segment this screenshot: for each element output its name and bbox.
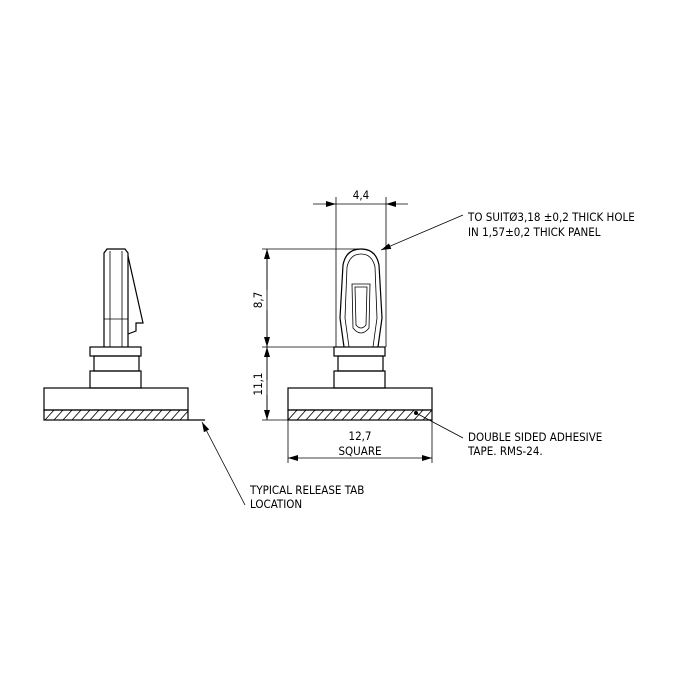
post-slot — [351, 283, 371, 334]
tab-note-line2: LOCATION — [250, 497, 302, 511]
tab-leader — [201, 421, 246, 506]
post-side — [103, 248, 129, 347]
tape-note-line1: DOUBLE SIDED ADHESIVE — [468, 430, 602, 444]
dim-post-height: 8,7 — [251, 292, 265, 308]
tab-note-line1: TYPICAL RELEASE TAB — [249, 483, 364, 497]
adhesive-tape — [43, 409, 189, 421]
tape-leader — [415, 412, 464, 439]
dim-base-width: 12,7 — [348, 429, 371, 443]
hole-note-line2: IN 1,57±0,2 THICK PANEL — [468, 225, 601, 239]
post-front-outer — [339, 248, 383, 348]
hole-note-line1: TO SUITØ3,18 ±0,2 THICK HOLE — [467, 210, 635, 224]
base — [43, 387, 189, 411]
hole-leader — [380, 214, 464, 251]
front-view: 4,4 8,7 11,1 12,7 SQUARE TO SUITØ3,18 ±0… — [251, 188, 635, 463]
dim-tip-width: 4,4 — [353, 188, 369, 202]
collar — [89, 346, 142, 357]
dim-base-note: SQUARE — [338, 444, 381, 458]
dim-base-height: 11,1 — [251, 372, 265, 395]
release-tab — [127, 255, 144, 335]
tape-note-line2: TAPE. RMS-24. — [467, 444, 543, 458]
side-view: TYPICAL RELEASE TAB LOCATION — [43, 248, 364, 511]
